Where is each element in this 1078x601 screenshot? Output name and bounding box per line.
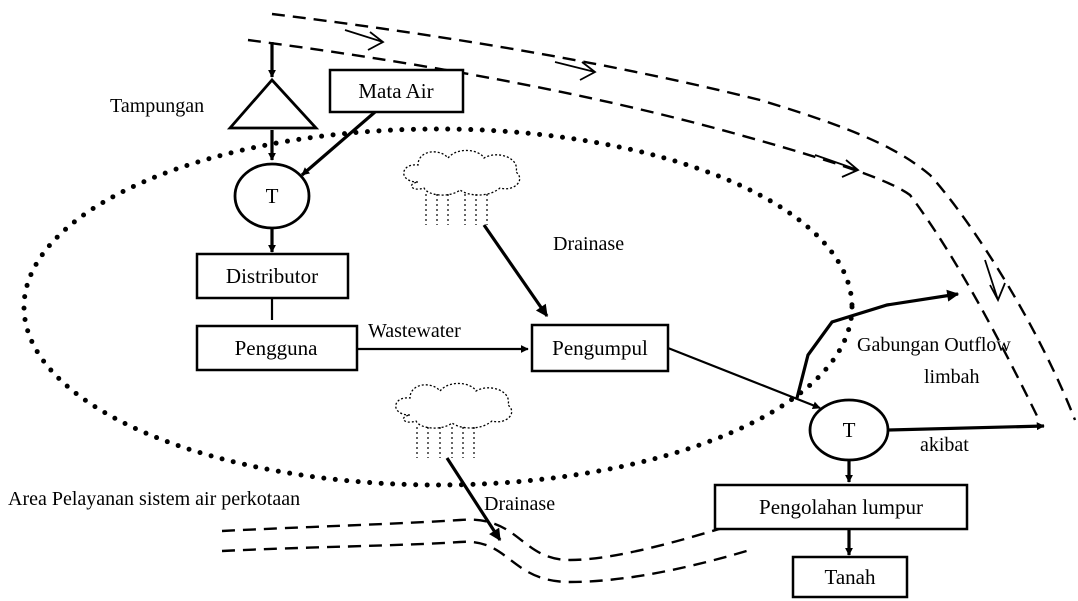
flow-arrow-upper-2 (554, 61, 597, 81)
edge-pengumpul-to-t (667, 346, 821, 410)
flow-arrow-upper-4 (984, 259, 1006, 303)
river-channel-lower-a (221, 516, 756, 562)
node-tank-top-label: T (266, 184, 279, 208)
node-tanah: Tanah (791, 555, 909, 599)
label-gabungan-outflow: Gabungan Outflow (857, 334, 1011, 356)
service-area-boundary (21, 126, 855, 488)
node-pengumpul-label: Pengumpul (552, 336, 648, 360)
node-mata-air-label: Mata Air (358, 79, 433, 103)
node-pengolahan-lumpur-label: Pengolahan lumpur (759, 495, 923, 519)
label-drainase-bottom: Drainase (484, 493, 555, 515)
label-wastewater: Wastewater (368, 320, 461, 342)
node-distributor-label: Distributor (226, 264, 318, 288)
rain-cloud-icon-top (403, 149, 521, 225)
flow-arrow-upper-1 (344, 29, 385, 51)
river-channel-lower-b (221, 540, 751, 584)
node-tank-bottom-label: T (843, 418, 856, 442)
label-tampungan: Tampungan (110, 95, 204, 117)
node-pengumpul: Pengumpul (530, 323, 670, 373)
edge-akibat (887, 422, 1045, 432)
node-mata-air: Mata Air (328, 68, 465, 114)
node-tank-bottom: T (808, 398, 890, 462)
flow-arrow-upper-3 (814, 154, 860, 178)
edge-drainase-bottom (445, 457, 502, 542)
river-channel-upper-b (247, 38, 1042, 423)
node-pengguna-label: Pengguna (235, 336, 319, 360)
node-pengguna: Pengguna (195, 324, 359, 372)
label-akibat: akibat (920, 434, 969, 456)
node-tank-top: T (233, 162, 311, 230)
tampungan-reservoir-icon (226, 77, 320, 130)
label-drainase-top: Drainase (553, 233, 624, 255)
label-limbah: limbah (924, 366, 980, 388)
edge-gabungan-outflow (795, 289, 960, 399)
edge-mata-air-to-t (300, 110, 377, 177)
node-tanah-label: Tanah (824, 565, 876, 589)
node-distributor: Distributor (195, 252, 350, 300)
label-service-area: Area Pelayanan sistem air perkotaan (8, 488, 300, 510)
rain-cloud-icon-bottom (395, 382, 513, 458)
edge-drainase-to-pengumpul (482, 224, 549, 317)
node-pengolahan-lumpur: Pengolahan lumpur (713, 483, 969, 531)
river-channel-upper-a (271, 12, 1077, 421)
